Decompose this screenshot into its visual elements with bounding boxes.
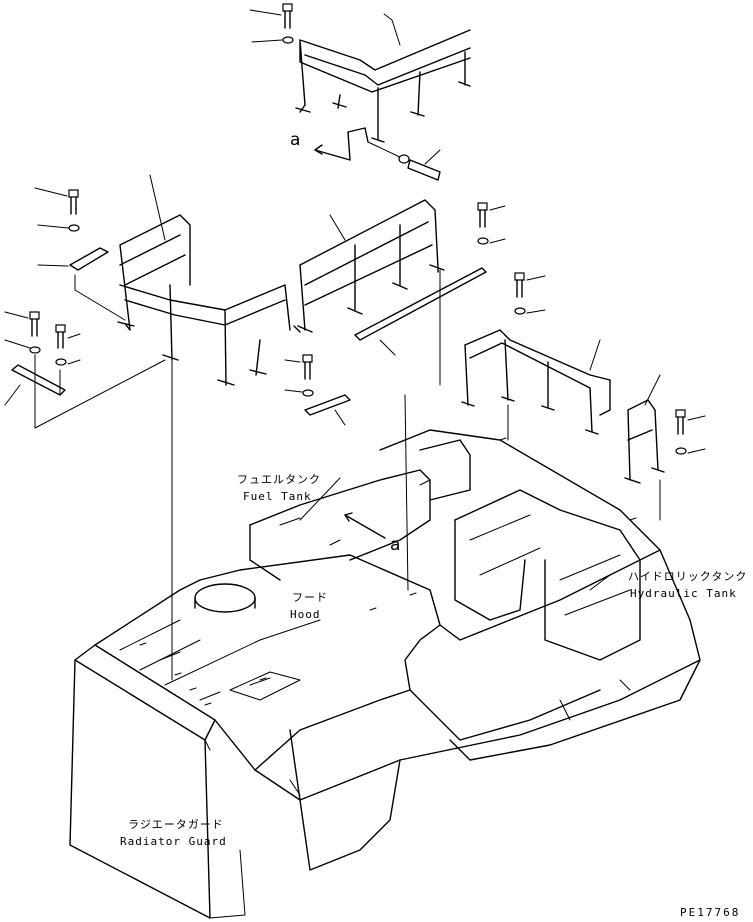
view-a-ref-top: a xyxy=(290,130,301,150)
center-bolts xyxy=(284,202,506,426)
left-bolts xyxy=(4,187,166,429)
fuel-tank-label-en: Fuel Tank xyxy=(243,490,312,503)
top-bolt xyxy=(249,3,294,44)
machine-body xyxy=(69,429,701,919)
radiator-guard-label-en: Radiator Guard xyxy=(120,835,227,848)
fuel-tank-label-jp: フュエルタンク xyxy=(237,473,321,486)
mount-leaders xyxy=(171,359,661,681)
view-a-ref-bottom: a xyxy=(390,535,401,555)
left-handrail xyxy=(117,174,301,386)
hood-label-en: Hood xyxy=(290,608,321,621)
top-handrail xyxy=(295,13,471,143)
right-handrail xyxy=(461,329,665,484)
radiator-guard-label-jp: ラジエータガード xyxy=(128,818,224,831)
right-bolts xyxy=(514,272,706,455)
drawing-code: PE17768 xyxy=(680,906,741,919)
hood-label-jp: フード xyxy=(292,591,328,604)
center-handrail xyxy=(297,199,487,386)
view-a-arrow-bottom xyxy=(344,512,386,539)
label-leaders xyxy=(299,477,611,591)
hydraulic-tank-label-en: Hydraulic Tank xyxy=(630,587,737,600)
hydraulic-tank-label-jp: ハイドロリックタンク xyxy=(628,570,748,583)
view-a-arrow-top xyxy=(314,127,441,181)
